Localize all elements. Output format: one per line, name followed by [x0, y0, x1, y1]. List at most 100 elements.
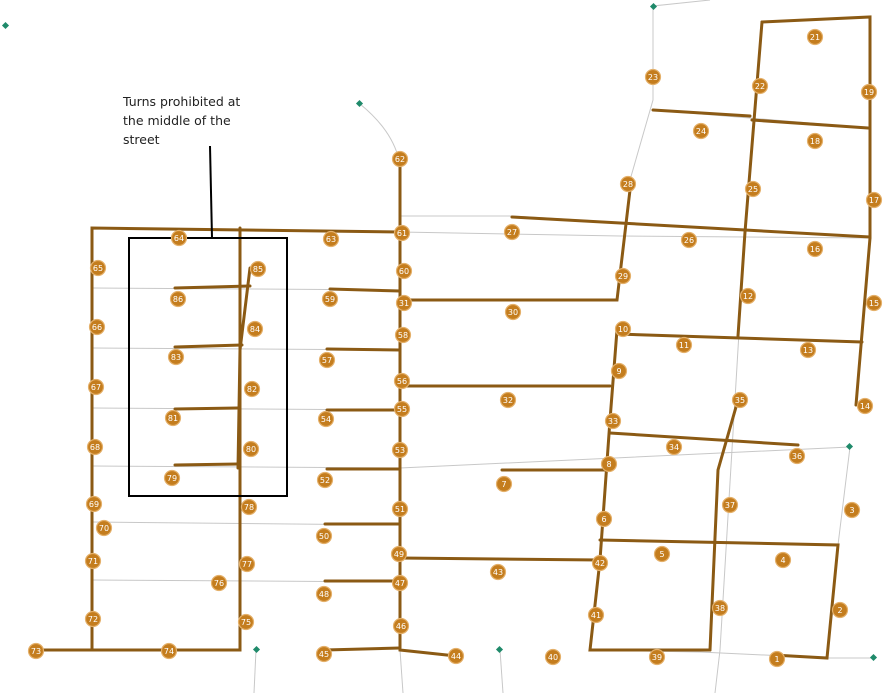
node-15: 15: [865, 294, 883, 312]
node-marker: [610, 362, 628, 380]
node-label: 69: [89, 500, 99, 509]
node-31: 31: [395, 294, 413, 312]
node-label: 17: [869, 196, 879, 205]
node-marker: [318, 351, 336, 369]
node-label: 14: [860, 402, 870, 411]
node-30: 30: [504, 303, 522, 321]
node-label: 76: [214, 579, 224, 588]
node-5: 5: [653, 545, 671, 563]
node-22: 22: [751, 77, 769, 95]
node-label: 52: [320, 476, 330, 485]
node-label: 49: [394, 550, 404, 559]
node-39: 39: [648, 648, 666, 666]
node-label: 83: [171, 353, 181, 362]
node-84: 84: [246, 320, 264, 338]
node-label: 63: [326, 235, 336, 244]
node-marker: [680, 231, 698, 249]
node-label: 39: [652, 653, 662, 662]
node-label: 62: [395, 155, 405, 164]
node-marker: [395, 262, 413, 280]
node-73: 73: [27, 642, 45, 660]
node-marker: [87, 378, 105, 396]
node-16: 16: [806, 240, 824, 258]
node-marker: [242, 440, 260, 458]
node-label: 8: [606, 460, 611, 469]
node-marker: [692, 122, 710, 140]
node-marker: [711, 599, 729, 617]
node-marker: [806, 132, 824, 150]
node-79: 79: [163, 469, 181, 487]
node-18: 18: [806, 132, 824, 150]
node-marker: [394, 326, 412, 344]
node-49: 49: [390, 545, 408, 563]
node-59: 59: [321, 290, 339, 308]
node-marker: [653, 545, 671, 563]
node-label: 16: [810, 245, 820, 254]
node-marker: [315, 645, 333, 663]
node-label: 34: [669, 443, 679, 452]
node-marker: [600, 455, 618, 473]
node-50: 50: [315, 527, 333, 545]
node-label: 74: [164, 647, 174, 656]
node-11: 11: [675, 336, 693, 354]
node-marker: [243, 380, 261, 398]
node-57: 57: [318, 351, 336, 369]
annotation-text: Turns prohibited at the middle of the st…: [123, 92, 273, 149]
node-label: 40: [548, 653, 558, 662]
node-marker: [395, 294, 413, 312]
node-label: 50: [319, 532, 329, 541]
node-marker: [504, 303, 522, 321]
node-label: 21: [810, 33, 820, 42]
node-label: 59: [325, 295, 335, 304]
node-64: 64: [170, 229, 188, 247]
node-27: 27: [503, 223, 521, 241]
node-label: 27: [507, 228, 517, 237]
node-label: 65: [93, 264, 103, 273]
node-60: 60: [395, 262, 413, 280]
node-81: 81: [164, 409, 182, 427]
node-9: 9: [610, 362, 628, 380]
node-label: 53: [395, 446, 405, 455]
node-63: 63: [322, 230, 340, 248]
node-marker: [806, 28, 824, 46]
node-76: 76: [210, 574, 228, 592]
node-marker: [648, 648, 666, 666]
node-14: 14: [856, 397, 874, 415]
node-label: 43: [493, 568, 503, 577]
node-12: 12: [739, 287, 757, 305]
node-28: 28: [619, 175, 637, 193]
node-layer: 1235678910111213141516171819212223242526…: [27, 28, 883, 668]
node-marker: [495, 475, 513, 493]
node-marker: [240, 498, 258, 516]
node-83: 83: [167, 348, 185, 366]
node-8: 8: [600, 455, 618, 473]
node-marker: [856, 397, 874, 415]
node-71: 71: [84, 552, 102, 570]
node-label: 12: [743, 292, 753, 301]
node-33: 33: [604, 412, 622, 430]
node-38: 38: [711, 599, 729, 617]
node-marker: [788, 447, 806, 465]
node-marker: [503, 223, 521, 241]
node-marker: [393, 224, 411, 242]
node-37: 37: [721, 496, 739, 514]
node-label: 6: [601, 515, 606, 524]
junction-markers: [1, 2, 878, 662]
node-marker: [322, 230, 340, 248]
node-marker: [164, 409, 182, 427]
node-marker: [249, 260, 267, 278]
node-label: 30: [508, 308, 518, 317]
node-72: 72: [84, 610, 102, 628]
node-marker: [391, 150, 409, 168]
node-marker: [644, 68, 662, 86]
node-label: 64: [174, 234, 184, 243]
node-42: 42: [591, 554, 609, 572]
node-label: 66: [92, 323, 102, 332]
node-2: 2: [831, 601, 849, 619]
node-marker: [595, 510, 613, 528]
node-54: 54: [317, 410, 335, 428]
node-label: 56: [397, 377, 407, 386]
node-52: 52: [316, 471, 334, 489]
node-label: 31: [399, 299, 409, 308]
node-label: 11: [679, 341, 689, 350]
